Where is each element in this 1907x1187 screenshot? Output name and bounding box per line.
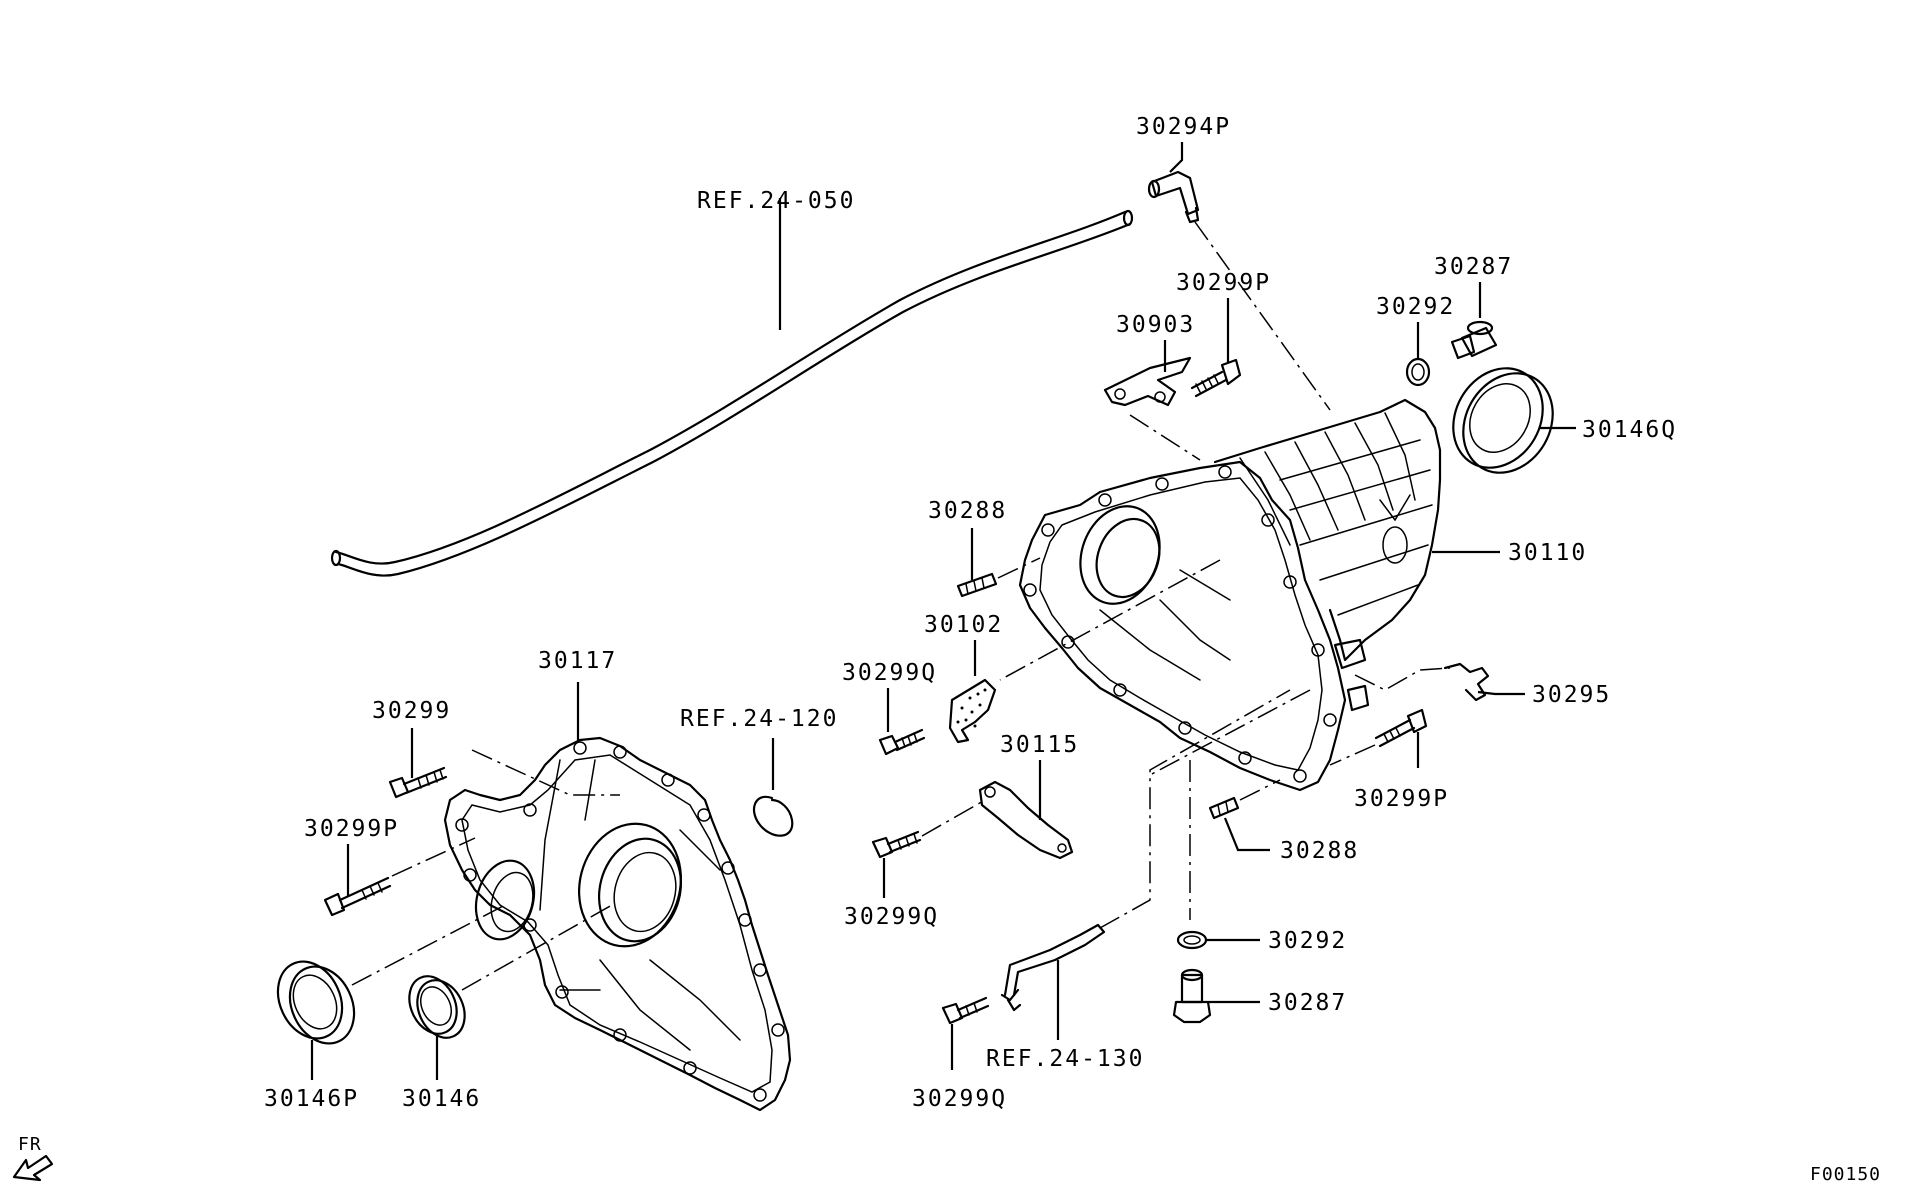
label-30288-bottom: 30288: [1280, 838, 1359, 864]
washer-30292-top: [1405, 357, 1431, 387]
breather-hose: [330, 209, 1134, 577]
stud-30288-bottom: [1208, 796, 1240, 820]
bolt-30299P-right: [1374, 708, 1428, 748]
label-30299P-left: 30299P: [304, 816, 399, 842]
label-30299P-top: 30299P: [1176, 270, 1271, 296]
transfer-case-30110: [1018, 398, 1442, 792]
label-30292-top: 30292: [1376, 294, 1455, 320]
label-30287-top: 30287: [1434, 254, 1513, 280]
washer-30292-bottom: [1176, 930, 1208, 950]
oil-seal-30146: [408, 975, 466, 1039]
label-30146P: 30146P: [264, 1086, 359, 1112]
figure-code: F00150: [1810, 1164, 1881, 1185]
label-30110: 30110: [1508, 540, 1587, 566]
plate-30115: [978, 780, 1074, 860]
label-30299: 30299: [372, 698, 451, 724]
label-30287-bottom: 30287: [1268, 990, 1347, 1016]
elbow-fitting-30294P: [1147, 170, 1200, 224]
oil-seal-30146Q: [1452, 367, 1554, 474]
label-30146Q: 30146Q: [1582, 417, 1677, 443]
bracket-30903: [1103, 356, 1192, 407]
bolt-30299Q-top: [878, 728, 926, 756]
bolt-30299P-left: [323, 876, 392, 917]
label-ref-24-130: REF.24-130: [986, 1046, 1144, 1072]
label-30102: 30102: [924, 612, 1003, 638]
label-30299Q-mid: 30299Q: [844, 904, 939, 930]
label-30295: 30295: [1532, 682, 1611, 708]
bolt-30299: [388, 766, 448, 799]
label-30903: 30903: [1116, 312, 1195, 338]
label-ref-24-050: REF.24-050: [697, 188, 855, 214]
direction-label: FR: [18, 1134, 42, 1155]
bolt-30299Q-bottom: [941, 996, 990, 1025]
label-30294P: 30294P: [1136, 114, 1231, 140]
label-30299Q-bottom: 30299Q: [912, 1086, 1007, 1112]
harness-bracket: [1000, 923, 1106, 1012]
front-direction-arrow-icon: [12, 1154, 54, 1182]
label-30288-top: 30288: [928, 498, 1007, 524]
plug-30287-top: [1450, 320, 1498, 360]
bolt-30299P-top: [1190, 358, 1242, 398]
label-30299P-right: 30299P: [1354, 786, 1449, 812]
label-30299Q-top: 30299Q: [842, 660, 937, 686]
sensor-30295: [1443, 662, 1490, 702]
gasket-30102: [948, 678, 997, 744]
adapter-case-30117: [443, 736, 792, 1112]
label-ref-24-120: REF.24-120: [680, 706, 838, 732]
plug-30287-bottom: [1172, 968, 1212, 1024]
label-30292-bottom: 30292: [1268, 928, 1347, 954]
oil-seal-30146P: [276, 960, 356, 1045]
label-30117: 30117: [538, 648, 617, 674]
bolt-30299Q-mid: [871, 830, 922, 859]
stud-30288-top: [956, 572, 998, 598]
label-30146: 30146: [402, 1086, 481, 1112]
label-30115: 30115: [1000, 732, 1079, 758]
snap-ring: [752, 795, 794, 837]
